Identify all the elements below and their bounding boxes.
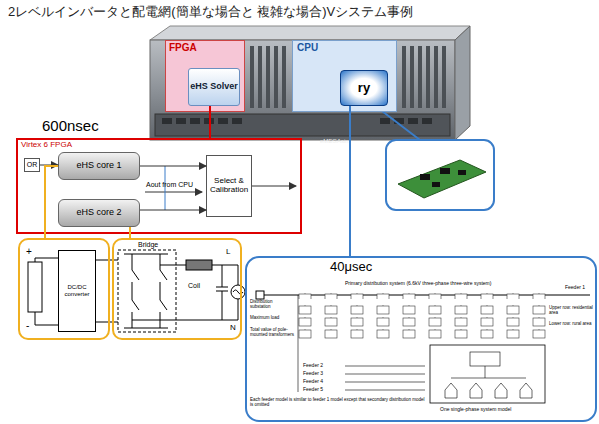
load-grid [298,305,558,341]
select-box: Select & Calibration [206,155,252,217]
wire [238,299,239,320]
cpu-logo: ry [340,70,388,106]
annotation: Feeder 5 [303,387,323,393]
converter-box: DC/DC converter [58,250,96,332]
annotation: Each feeder model is similar to feeder 1… [250,398,425,408]
source-symbol [28,262,42,312]
connector [129,227,131,238]
annotation: Distribution substation [250,300,294,310]
aout-arrow [145,192,202,193]
wire [485,366,486,378]
annotation: Feeder 3 [303,371,323,377]
core-box: eHS core 1 [58,152,140,180]
house-symbols [445,352,532,398]
wire [238,265,239,285]
wire [96,260,118,261]
rack-front [150,40,455,140]
node-text: ry [358,81,370,95]
connector [349,106,351,256]
output-arrow [252,186,296,187]
annotation: Total value of pole-mounted transformers [250,328,296,338]
solver-box: eHS Solver [188,68,240,106]
title: 2レベルインバータと配電網(簡単な場合と 複雑な場合)Vシステム事例 [8,5,413,19]
node-text: Virtex 6 FPGA [21,141,72,150]
annotation: Upper row: residential area [549,306,595,316]
node-text: eHS core 2 [76,208,121,218]
annotation: Feeder 2 [303,363,323,369]
node-text: 40μsec [330,260,372,274]
connector [40,165,58,166]
node-text: CPU [297,42,318,53]
rack-top [150,26,470,40]
wire [96,322,118,323]
node-text: Bridge [138,241,158,249]
node-text: Coil [188,282,200,290]
wire [35,312,58,325]
connector [140,210,206,211]
annotation: Feeder 4 [303,379,323,385]
node-text: N [230,324,236,333]
node-text: eHS Solver [190,82,238,92]
annotation: Maximum load [250,316,294,321]
ac-source-symbol [231,285,245,299]
pcb-board [398,160,486,198]
annotation: 600nsec [42,118,99,135]
capacitor-symbol [216,265,228,320]
node-text: OR [27,161,38,169]
node-text: eHS core 1 [76,161,121,171]
annotation: One single-phase system model [440,407,511,413]
annotation: Aout from CPU [146,181,193,189]
leader-line [378,108,420,140]
annotation: Feeder 1 [565,285,585,291]
single-phase-model [430,345,545,403]
core-box: eHS core 2 [58,199,140,227]
converter-group: + - DC/DC converter [18,238,110,340]
wire [35,258,58,262]
annotation: Lower row: rural area [549,322,595,327]
bridge-group: BridgeCoil L N [112,238,242,340]
node-text: L [226,248,230,257]
rack-side [455,26,470,140]
connector [140,166,206,167]
fpga-panel: FPGA eHS Solver [165,40,245,112]
rack-panel [155,114,450,136]
annotation: eMEGAsim [320,138,350,145]
node-text: Select & Calibration [207,177,251,195]
connector [209,106,211,138]
pcb-chips [420,168,466,187]
feeder-lines [298,295,425,392]
node-text: DC/DC converter [59,284,95,297]
coil-symbol [186,260,212,270]
cpu-panel: CPU ry [292,40,397,112]
node-text: + [26,246,32,257]
substation-symbol [256,291,264,299]
pcb-frame [386,140,494,210]
node-text: FPGA [169,42,197,53]
annotation: Primary distribution system (6.6kV three… [345,281,491,287]
pole-transformers [298,291,558,299]
wire [451,378,526,379]
connector [45,166,58,238]
wire [160,265,186,266]
wire [212,265,238,266]
node-text: - [26,320,29,331]
input-box: OR [24,158,40,172]
